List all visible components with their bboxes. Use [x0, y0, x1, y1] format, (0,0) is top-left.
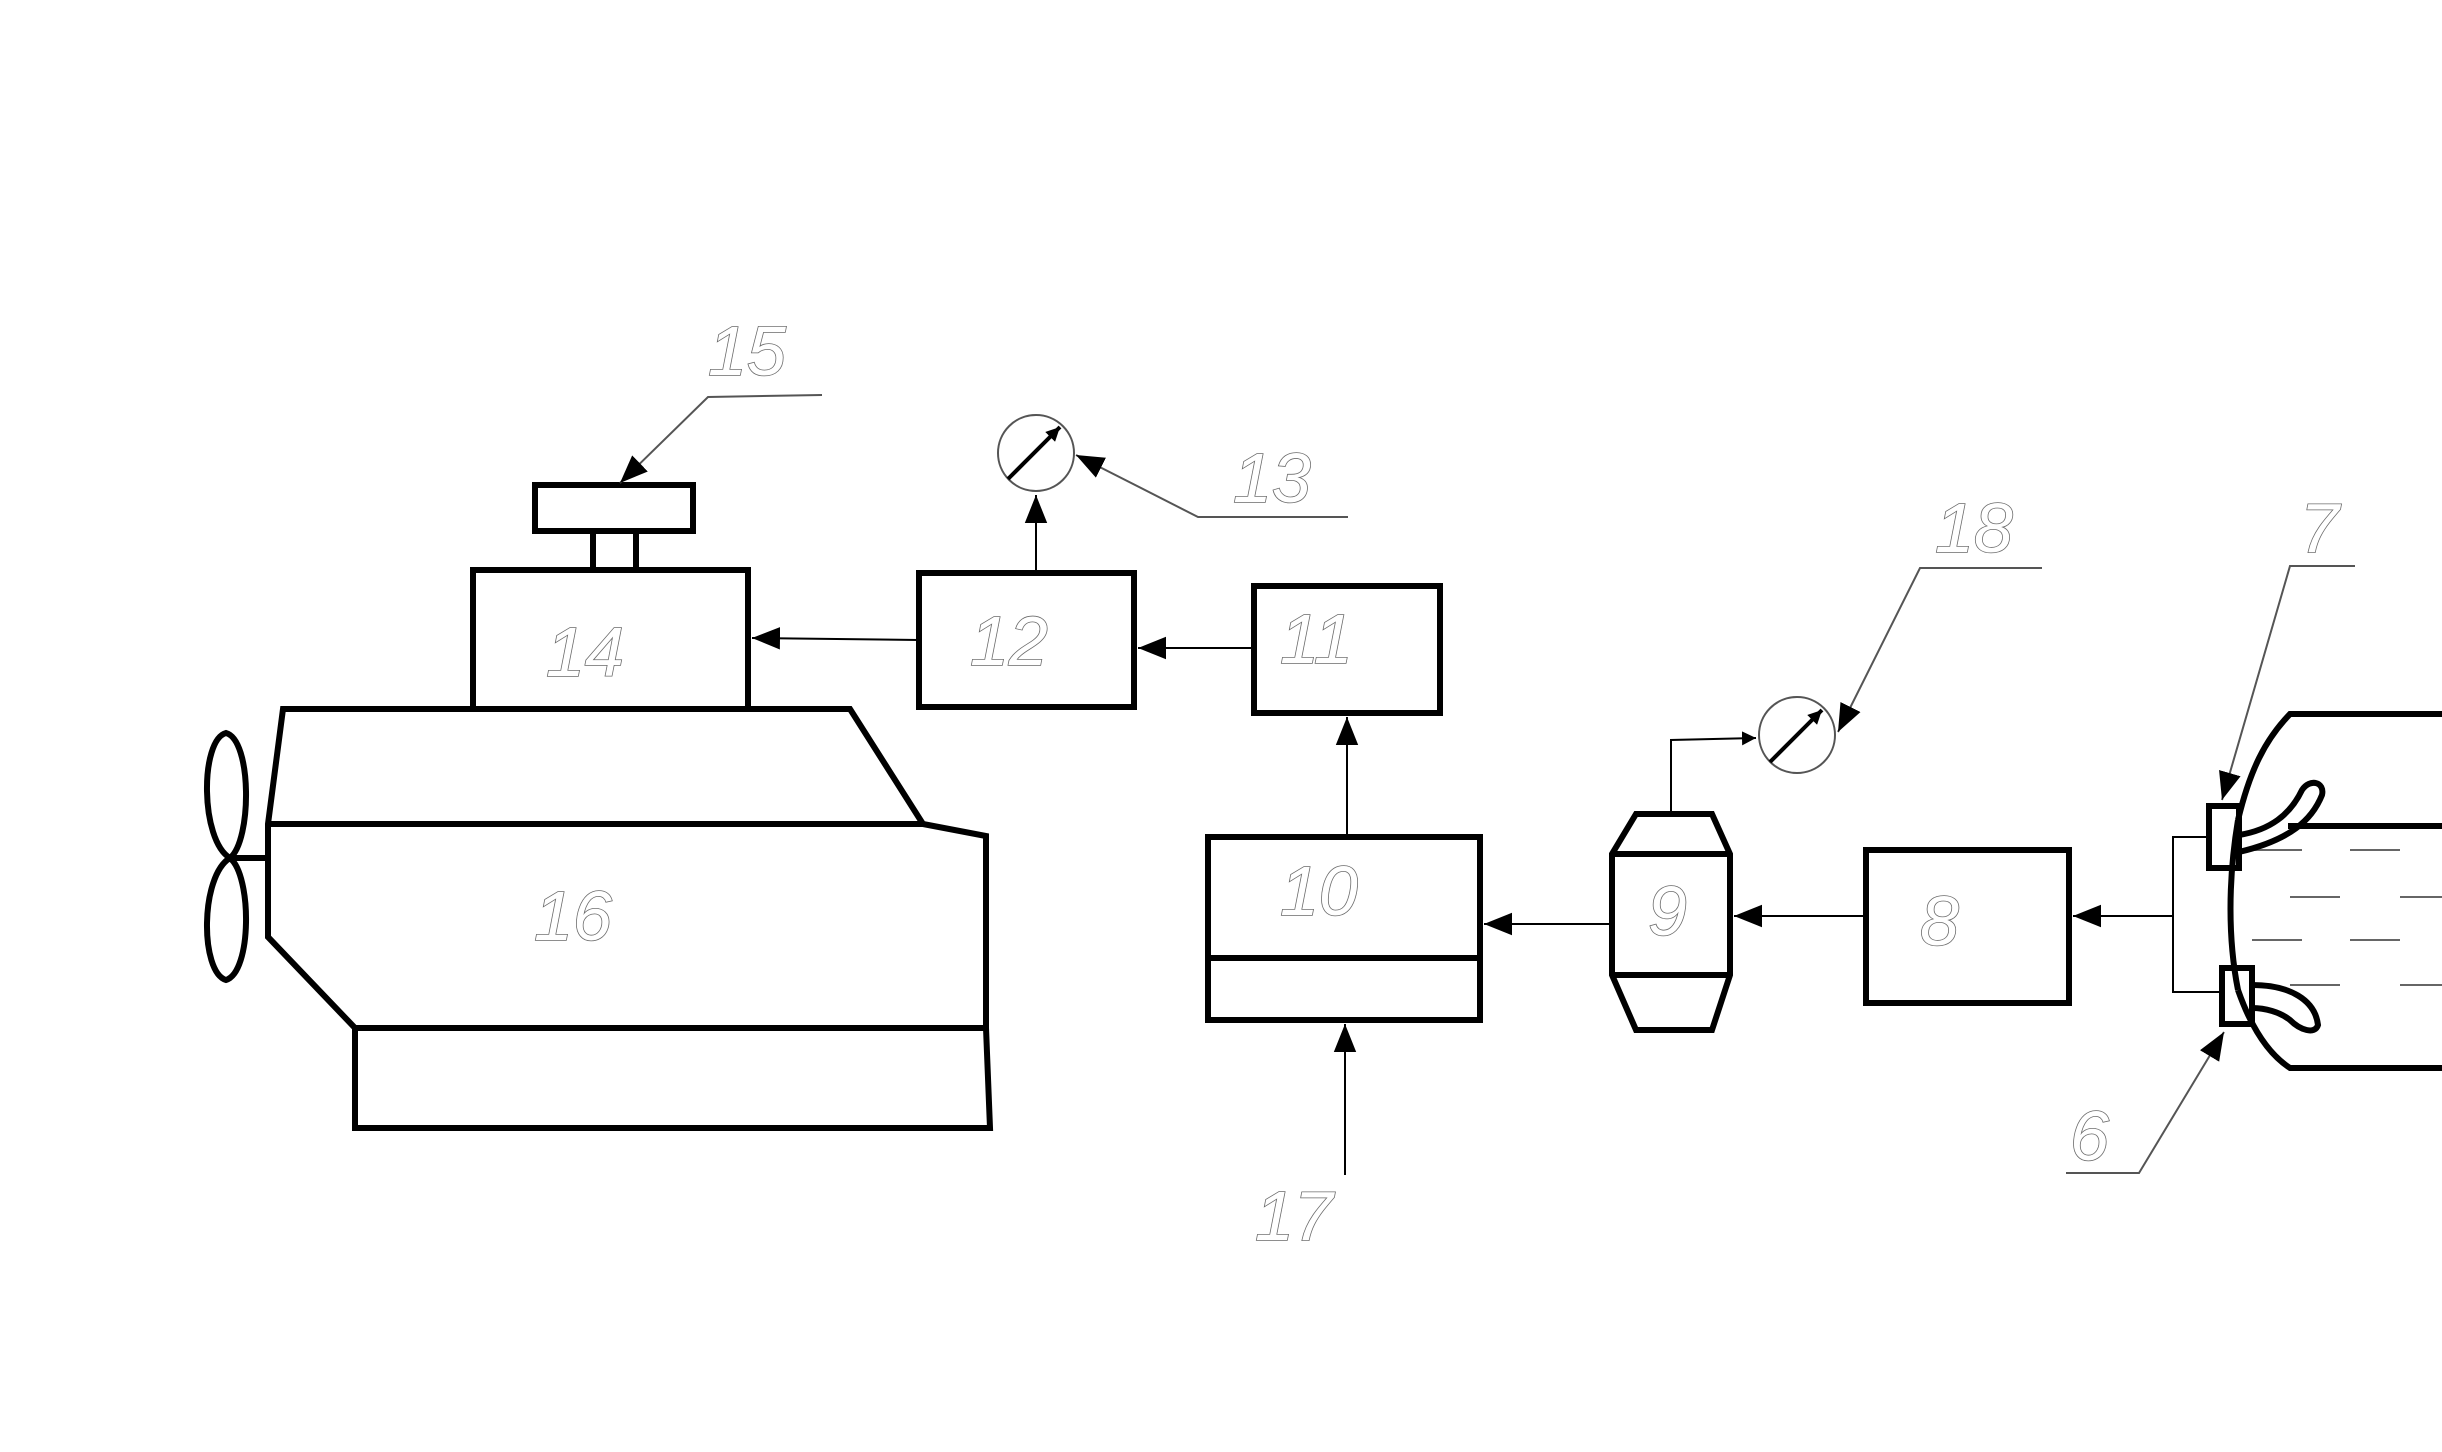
- gauge-18-icon: [1758, 696, 1836, 774]
- unit-8-box: [1863, 847, 2072, 1006]
- label-11: 11: [1280, 600, 1353, 678]
- unit-11-box: [1251, 583, 1443, 716]
- label-13: 13: [1233, 439, 1311, 517]
- nozzle-6: [2219, 965, 2322, 1034]
- gauge-13-icon: [997, 414, 1075, 492]
- propeller-icon: [204, 729, 268, 984]
- label-10: 10: [1280, 852, 1358, 930]
- label-15: 15: [708, 312, 787, 390]
- unit-16-body: [265, 706, 994, 1131]
- unit-15-cap: [532, 482, 696, 573]
- label-8: 8: [1920, 882, 1959, 960]
- label-18: 18: [1935, 489, 2013, 567]
- unit-9-hex: [1609, 811, 1733, 1033]
- label-7: 7: [2300, 489, 2342, 567]
- tank-right: [2227, 711, 2442, 1071]
- label-12: 12: [970, 602, 1048, 680]
- flow-arrows: [751, 495, 2222, 1175]
- label-9: 9: [1648, 872, 1687, 950]
- unit-10-box: [1205, 834, 1483, 1023]
- label-16: 16: [534, 877, 612, 955]
- label-14: 14: [546, 613, 624, 691]
- leader-lines: [619, 394, 2355, 1174]
- label-17: 17: [1255, 1177, 1336, 1255]
- label-6: 6: [2070, 1097, 2109, 1175]
